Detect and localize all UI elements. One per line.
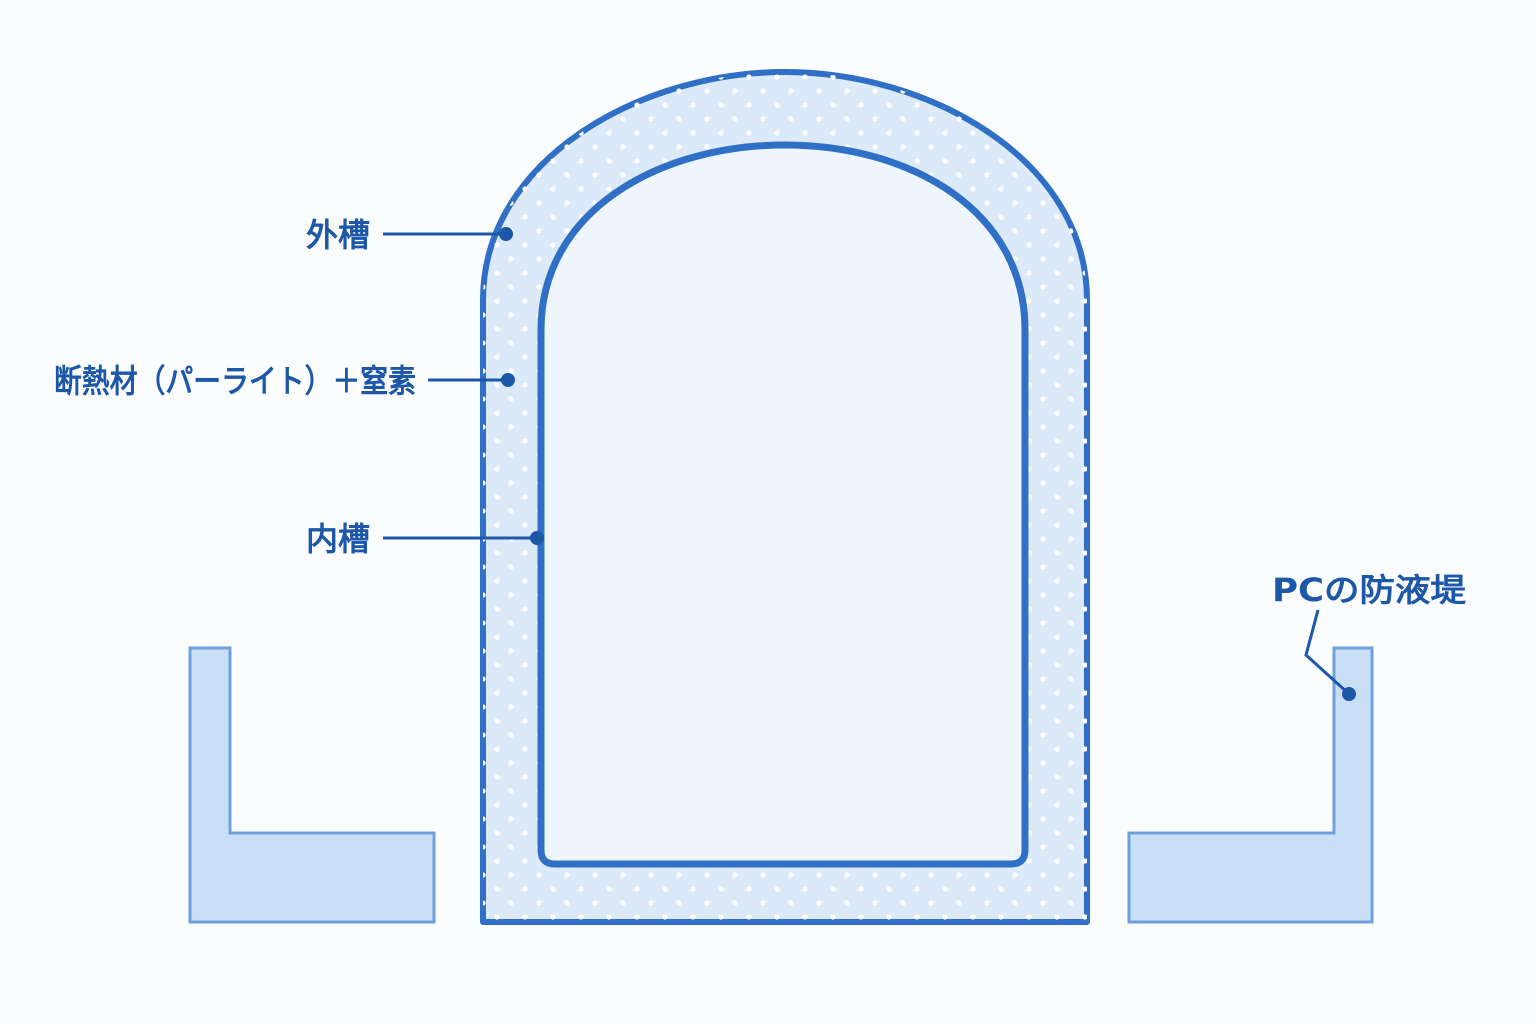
dike-label: PCの防液堤	[1272, 571, 1467, 609]
left-dike	[188, 646, 436, 924]
insulation-label: 断熱材（パーライト）＋窒素	[54, 362, 416, 400]
dike-leader-line	[1304, 609, 1351, 696]
insulation-leader-dot	[501, 373, 515, 387]
right-dike	[1127, 646, 1374, 924]
inner-tank-leader-dot	[530, 531, 544, 545]
inner-tank-label: 内槽	[306, 520, 370, 558]
outer-tank-label: 外槽	[306, 216, 370, 254]
outer-tank-leader-dot	[499, 227, 513, 241]
dike-leader-dot	[1342, 687, 1356, 701]
inner-tank-shell	[537, 141, 1029, 868]
